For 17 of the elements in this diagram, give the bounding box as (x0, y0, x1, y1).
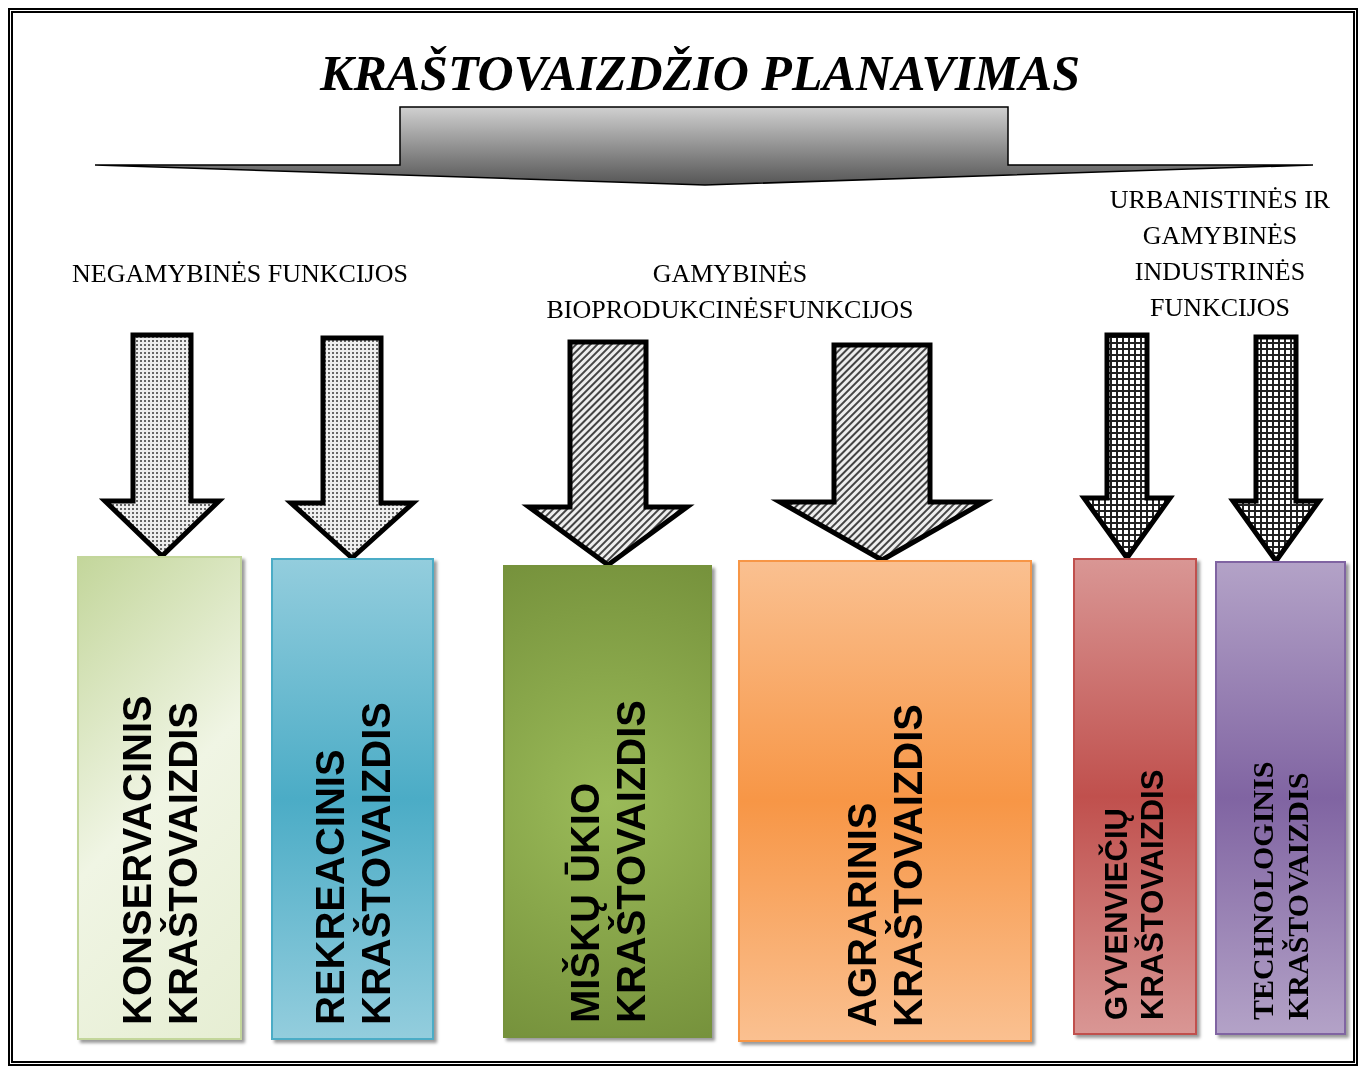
group-heading: URBANISTINĖS IR GAMYBINĖS INDUSTRINĖS FUNKCIJOS (1075, 182, 1365, 326)
box-label: TECHNOLOGINIS KRAŠTOVAIZDIS (1246, 760, 1315, 1020)
landscape-box (77, 556, 242, 1040)
landscape-box (503, 565, 712, 1038)
block-arrow (770, 342, 994, 563)
box-label: MIŠKŲ ŪKIO KRAŠTOVAIZDIS (561, 699, 654, 1023)
box-label: KONSERVACINIS KRAŠTOVAIZDIS (113, 694, 206, 1025)
landscape-box (1215, 561, 1346, 1035)
title: KRAŠTOVAIZDŽIO PLANAVIMAS (318, 44, 1081, 102)
group-heading: NEGAMYBINĖS FUNKCIJOS (30, 256, 450, 292)
box-label: AGRARINIS KRAŠTOVAIZDIS (839, 703, 931, 1027)
box-label: REKREACINIS KRAŠTOVAIZDIS (306, 701, 399, 1025)
box-label: GYVENVIEČIŲ KRAŠTOVAIZDIS (1099, 768, 1171, 1020)
landscape-box (1073, 558, 1197, 1035)
group-heading: GAMYBINĖS BIOPRODUKCINĖSFUNKCIJOS (500, 256, 960, 328)
landscape-box (271, 558, 434, 1040)
landscape-box (738, 560, 1032, 1042)
